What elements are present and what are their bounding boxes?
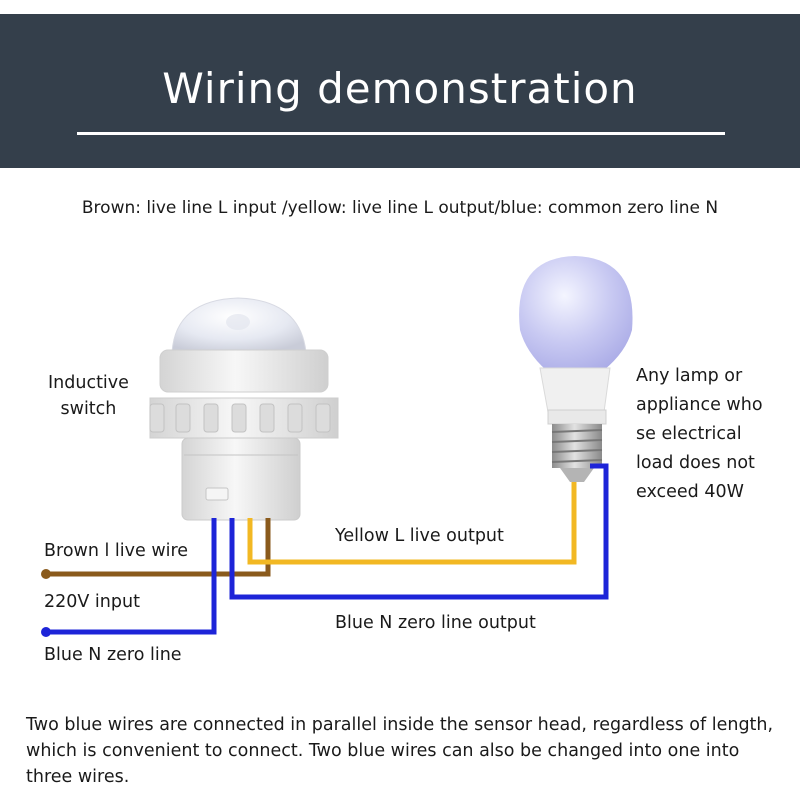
yellow-live-output-wire <box>247 482 577 565</box>
header-banner: Wiring demonstration <box>0 14 800 168</box>
blue-zero-input-wire <box>46 518 217 635</box>
light-bulb-icon <box>519 256 633 482</box>
inductive-switch-label: Inductive switch <box>48 373 129 419</box>
footer-note: Two blue wires are connected in parallel… <box>26 715 774 787</box>
blue-zero-line-label: Blue N zero line <box>44 645 182 665</box>
yellow-output-label: Yellow L live output <box>335 526 504 546</box>
brown-wire-terminal <box>41 569 51 579</box>
sensor-switch-icon <box>149 297 339 521</box>
title-underline <box>77 132 725 135</box>
page-title: Wiring demonstration <box>162 64 638 113</box>
brown-live-wire <box>46 518 271 577</box>
blue-wire-terminal <box>41 627 51 637</box>
wire-color-legend: Brown: live line L input /yellow: live l… <box>81 198 719 218</box>
brown-wire-label: Brown l live wire <box>44 541 189 561</box>
blue-output-label: Blue N zero line output <box>335 613 536 633</box>
blue-zero-output-wire <box>229 463 609 600</box>
input-voltage-label: 220V input <box>44 592 140 612</box>
lamp-load-note: Any lamp or appliance who se electrical … <box>636 366 763 502</box>
